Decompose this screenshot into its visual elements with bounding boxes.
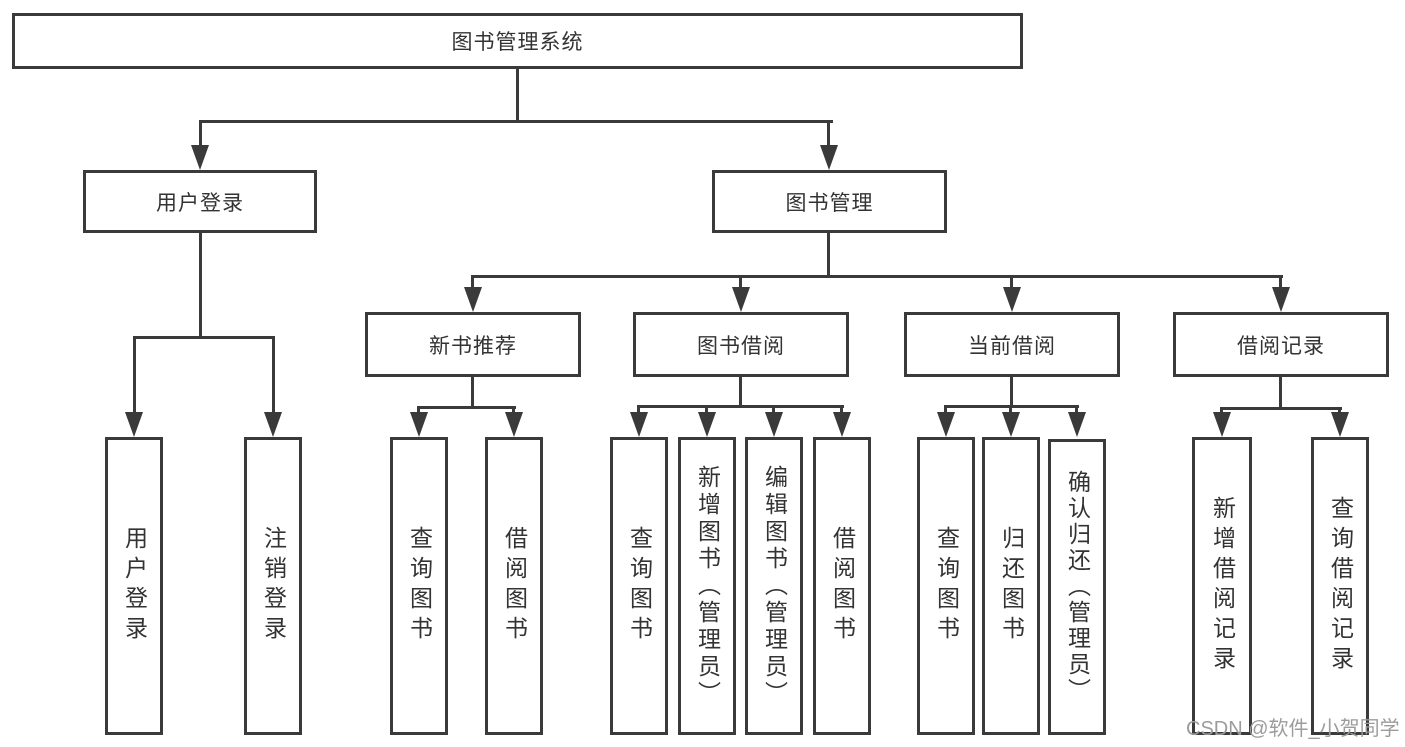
- arrowhead-cb-return: [1002, 412, 1020, 437]
- arrowhead-current-borrow: [1003, 287, 1021, 312]
- connector-user-login-stem: [199, 233, 202, 336]
- leaf-bb-query-books-label: 查询图书: [626, 526, 653, 646]
- leaf-cb-confirm-return-label: 确认归还（管理员）: [1064, 470, 1091, 704]
- arrowhead-new-books: [464, 287, 482, 312]
- leaf-br-add-record: 新增借阅记录: [1192, 437, 1252, 735]
- node-borrow-records-label: 借阅记录: [1237, 334, 1325, 358]
- node-new-books-label: 新书推荐: [429, 334, 517, 358]
- node-book-mgmt-label: 图书管理: [785, 191, 874, 215]
- arrowhead-bb-add: [698, 412, 716, 437]
- connector-book-mgmt-drop: [827, 120, 830, 147]
- connector-br-add-drop: [1220, 407, 1223, 413]
- connector-borrow-records-rail: [1220, 407, 1342, 410]
- leaf-br-add-record-label: 新增借阅记录: [1209, 496, 1236, 676]
- arrowhead-br-add: [1213, 412, 1231, 437]
- arrowhead-bb-query: [630, 412, 648, 437]
- csdn-watermark: CSDN @软件_小贺同学: [1186, 718, 1400, 740]
- arrowhead-borrow-records: [1272, 287, 1290, 312]
- leaf-logout: 注销登录: [244, 437, 302, 735]
- connector-borrow-records-drop: [1279, 275, 1282, 289]
- connector-book-borrow-rail: [637, 405, 844, 408]
- node-root-label: 图书管理系统: [451, 31, 584, 54]
- leaf-bb-borrow-books-label: 借阅图书: [829, 526, 856, 646]
- leaf-bb-edit-books: 编辑图书（管理员）: [745, 437, 803, 735]
- leaf-bb-add-books-label: 新增图书（管理员）: [694, 464, 721, 708]
- connector-book-mgmt-rail: [472, 275, 1283, 278]
- connector-bb-edit-drop: [772, 405, 775, 413]
- node-current-borrow-label: 当前借阅: [968, 334, 1056, 358]
- arrowhead-user-login: [191, 145, 209, 170]
- connector-bb-add-drop: [705, 405, 708, 413]
- leaf-nb-borrow-books-label: 借阅图书: [501, 526, 528, 646]
- arrowhead-leaf-login: [125, 412, 143, 437]
- connector-root-stem: [516, 69, 519, 120]
- node-new-books: 新书推荐: [365, 312, 581, 377]
- leaf-bb-borrow-books: 借阅图书: [813, 437, 871, 735]
- node-current-borrow: 当前借阅: [904, 312, 1120, 377]
- arrowhead-br-query: [1331, 412, 1349, 437]
- connector-leaf-logout-drop: [272, 336, 275, 413]
- leaf-cb-confirm-return: 确认归还（管理员）: [1048, 439, 1106, 735]
- node-user-login-label: 用户登录: [156, 191, 244, 215]
- node-root: 图书管理系统: [12, 13, 1023, 69]
- connector-book-borrow-stem: [739, 377, 742, 405]
- connector-current-borrow-stem: [1010, 377, 1013, 405]
- leaf-bb-add-books: 新增图书（管理员）: [678, 437, 736, 735]
- node-user-login: 用户登录: [83, 170, 317, 233]
- leaf-bb-query-books: 查询图书: [610, 437, 668, 735]
- arrowhead-cb-query: [937, 412, 955, 437]
- leaf-bb-edit-books-label: 编辑图书（管理员）: [761, 464, 788, 708]
- node-borrow-records: 借阅记录: [1173, 312, 1389, 377]
- connector-br-query-drop: [1338, 407, 1341, 413]
- connector-book-mgmt-stem: [827, 233, 830, 275]
- leaf-logout-label: 注销登录: [260, 526, 287, 646]
- connector-borrow-records-stem: [1279, 377, 1282, 407]
- connector-book-borrow-drop: [739, 275, 742, 289]
- connector-nb-query-drop: [417, 406, 420, 413]
- connector-cb-confirm-drop: [1075, 405, 1078, 413]
- connector-new-books-stem: [471, 377, 474, 406]
- connector-new-books-rail: [417, 406, 516, 409]
- connector-nb-borrow-drop: [512, 406, 515, 413]
- connector-current-borrow-drop: [1010, 275, 1013, 289]
- connector-cb-return-drop: [1009, 405, 1012, 413]
- arrowhead-bb-edit: [765, 412, 783, 437]
- arrowhead-book-borrow: [732, 287, 750, 312]
- leaf-cb-query-books: 查询图书: [917, 437, 975, 735]
- connector-bb-query-drop: [637, 405, 640, 413]
- arrowhead-nb-borrow: [505, 412, 523, 437]
- connector-bb-borrow-drop: [840, 405, 843, 413]
- leaf-nb-query-books-label: 查询图书: [406, 526, 433, 646]
- connector-leaf-login-drop: [133, 336, 136, 413]
- leaf-br-query-record: 查询借阅记录: [1311, 437, 1369, 735]
- leaf-cb-return-books: 归还图书: [982, 437, 1040, 735]
- leaf-nb-query-books: 查询图书: [390, 437, 448, 735]
- leaf-br-query-record-label: 查询借阅记录: [1327, 496, 1354, 676]
- leaf-user-login: 用户登录: [105, 437, 163, 735]
- leaf-user-login-label: 用户登录: [121, 526, 148, 646]
- arrowhead-book-mgmt: [820, 145, 838, 170]
- connector-user-login-drop: [199, 120, 202, 147]
- arrowhead-cb-confirm: [1068, 412, 1086, 437]
- node-book-borrow-label: 图书借阅: [697, 334, 785, 358]
- arrowhead-nb-query: [410, 412, 428, 437]
- leaf-cb-return-books-label: 归还图书: [998, 526, 1025, 646]
- arrowhead-leaf-logout: [264, 412, 282, 437]
- connector-new-books-drop: [471, 275, 474, 289]
- node-book-mgmt: 图书管理: [712, 170, 947, 233]
- leaf-cb-query-books-label: 查询图书: [933, 526, 960, 646]
- connector-user-login-rail: [133, 336, 275, 339]
- connector-root-rail: [199, 120, 833, 123]
- arrowhead-bb-borrow: [833, 412, 851, 437]
- connector-cb-query-drop: [944, 405, 947, 413]
- node-book-borrow: 图书借阅: [633, 312, 849, 377]
- leaf-nb-borrow-books: 借阅图书: [485, 437, 543, 735]
